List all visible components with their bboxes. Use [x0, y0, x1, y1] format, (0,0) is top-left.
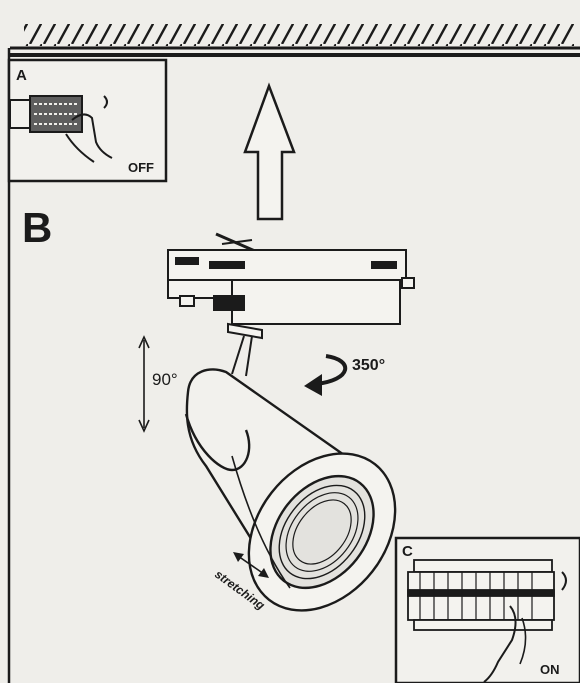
panel-c-state: ON	[540, 662, 560, 677]
panel-a-state: OFF	[128, 160, 154, 175]
ceiling	[10, 24, 580, 57]
spotlight-head	[184, 368, 397, 612]
up-arrow-icon	[243, 82, 296, 221]
panel-a-letter: A	[16, 67, 27, 84]
rotation-indicator: 350°	[304, 354, 385, 396]
panel-c: C ON	[394, 536, 580, 683]
tilt-angle-label: 90°	[152, 370, 178, 389]
track-adapter	[167, 232, 415, 377]
panel-c-letter: C	[402, 543, 413, 560]
tilt-indicator: 90°	[138, 335, 178, 433]
panel-a: A OFF	[7, 58, 168, 183]
rotation-angle-label: 350°	[352, 357, 385, 374]
panel-b-letter: B	[22, 204, 52, 251]
breaker-on-illustration	[407, 559, 567, 683]
breaker-off-illustration	[9, 95, 113, 163]
